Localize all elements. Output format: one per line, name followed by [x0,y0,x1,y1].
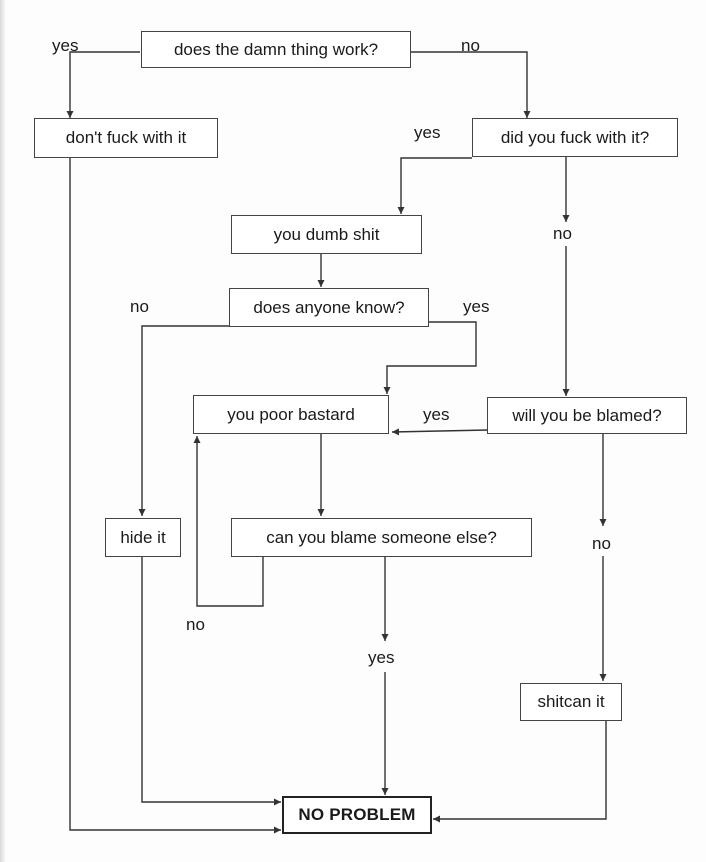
label-work-no: no [461,36,480,55]
node-does-anyone-know: does anyone know? [229,288,429,327]
edge-blamed-yes [391,428,489,436]
label-blamed-no: no [592,534,611,553]
label-touched-yes: yes [414,123,441,142]
edge-dont-to-noproblem [69,156,281,834]
edge-else-no [193,436,264,607]
node-dont-fuck-with-it: don't fuck with it [34,118,218,158]
scan-edge-shadow [0,0,6,862]
node-will-you-be-blamed: will you be blamed? [487,397,687,434]
edge-touched-yes [397,157,472,214]
node-shitcan-it: shitcan it [520,683,622,721]
edge-anyone-yes [383,321,477,394]
edge-shitcan-to-noproblem [433,720,607,823]
edge-work-yes [66,51,140,118]
label-work-yes: yes [52,36,79,55]
edge-hide-to-noproblem [141,556,281,806]
node-does-the-damn-thing-work: does the damn thing work? [141,31,411,68]
node-no-problem: NO PROBLEM [282,796,432,834]
node-hide-it: hide it [105,518,181,557]
node-can-you-blame-someone-else: can you blame someone else? [231,518,532,557]
label-else-yes: yes [368,648,395,667]
node-did-you-fuck-with-it: did you fuck with it? [472,118,678,157]
label-touched-no: no [553,224,572,243]
node-you-poor-bastard: you poor bastard [193,395,389,434]
label-anyone-yes: yes [463,297,490,316]
node-you-dumb-shit: you dumb shit [231,215,422,254]
edge-work-no [410,51,531,118]
label-blamed-yes: yes [423,405,450,424]
edge-anyone-no [138,325,229,516]
label-else-no: no [186,615,205,634]
label-anyone-no: no [130,297,149,316]
